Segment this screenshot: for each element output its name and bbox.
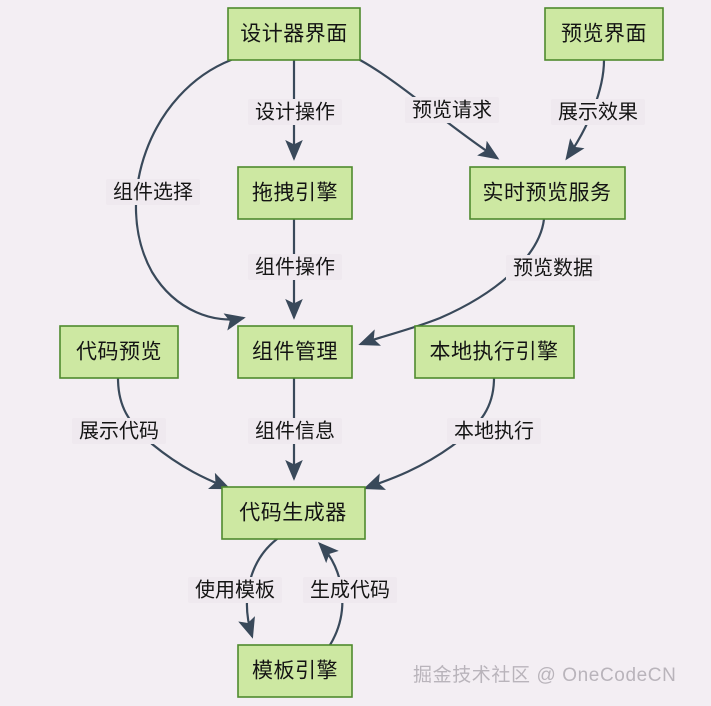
node-label: 本地执行引擎 <box>430 341 559 364</box>
node-label: 模板引擎 <box>252 660 338 683</box>
node-label: 拖拽引擎 <box>252 182 338 205</box>
edge-label-text: 组件信息 <box>255 419 335 442</box>
edge-preview-service-to-component-mgmt <box>358 217 546 346</box>
edge-label-component-info: 组件信息 <box>248 418 342 444</box>
node-template-engine[interactable]: 模板引擎 <box>237 644 353 698</box>
edge-labels-layer: 设计操作 预览请求 展示效果 组件选择 组件操作 预览数据 <box>72 97 645 603</box>
node-label: 设计器界面 <box>240 23 348 46</box>
edge-label-design-op: 设计操作 <box>248 99 342 125</box>
edge-label-text: 组件选择 <box>113 180 193 203</box>
watermark: 掘金技术社区 @ OneCodeCN <box>413 664 676 686</box>
node-component-management[interactable]: 组件管理 <box>237 325 353 379</box>
edge-code-preview-to-generator <box>116 376 231 490</box>
edge-label-component-op: 组件操作 <box>248 254 342 280</box>
edge-label-text: 生成代码 <box>310 578 390 601</box>
edge-label-use-template: 使用模板 <box>188 577 282 603</box>
node-label: 预览界面 <box>561 23 647 46</box>
node-code-preview[interactable]: 代码预览 <box>59 325 179 379</box>
node-realtime-preview-service[interactable]: 实时预览服务 <box>469 166 626 220</box>
edge-designer-to-component-mgmt <box>134 58 246 331</box>
edge-local-exec-to-generator <box>363 376 496 490</box>
edge-label-show-code: 展示代码 <box>72 418 166 444</box>
edge-label-show-effect: 展示效果 <box>551 99 645 125</box>
edge-label-text: 预览数据 <box>513 256 593 279</box>
edge-label-text: 使用模板 <box>195 578 275 601</box>
edge-label-generate-code: 生成代码 <box>303 577 397 603</box>
node-local-execution-engine[interactable]: 本地执行引擎 <box>414 325 575 379</box>
edge-label-text: 组件操作 <box>255 255 335 278</box>
node-drag-engine[interactable]: 拖拽引擎 <box>237 166 353 220</box>
edge-label-text: 本地执行 <box>454 419 534 442</box>
node-code-generator[interactable]: 代码生成器 <box>221 486 366 540</box>
nodes-layer: 设计器界面 预览界面 拖拽引擎 实时预览服务 代码预览 组件管理 <box>59 7 664 698</box>
node-label: 组件管理 <box>252 341 338 364</box>
edge-label-local-exec: 本地执行 <box>447 418 541 444</box>
node-designer-ui[interactable]: 设计器界面 <box>227 7 361 61</box>
node-preview-ui[interactable]: 预览界面 <box>544 7 664 61</box>
node-label: 代码预览 <box>76 341 162 364</box>
edge-label-text: 展示效果 <box>558 100 638 123</box>
edge-label-component-select: 组件选择 <box>106 179 200 205</box>
edge-label-text: 展示代码 <box>79 419 159 442</box>
edge-label-text: 设计操作 <box>255 100 335 123</box>
node-label: 实时预览服务 <box>483 182 612 205</box>
node-label: 代码生成器 <box>239 502 347 525</box>
edge-label-text: 预览请求 <box>412 98 492 121</box>
edge-label-preview-data: 预览数据 <box>506 255 600 281</box>
edge-label-preview-request: 预览请求 <box>405 97 499 123</box>
